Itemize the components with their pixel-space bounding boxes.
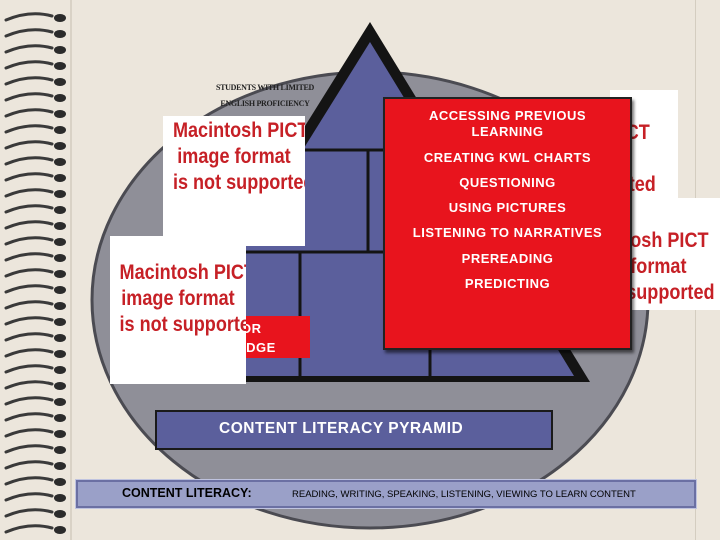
binding-hole (54, 334, 66, 342)
binding-coil (4, 348, 54, 358)
binding-hole (54, 254, 66, 262)
binding-coil (4, 204, 54, 214)
binding-hole (54, 398, 66, 406)
binding-coil (4, 172, 54, 182)
unsupported-image-placeholder: Macintosh PICT image format is not suppo… (163, 116, 305, 246)
prior-knowledge-line2: EDGE (240, 340, 276, 355)
binding-coil (4, 92, 54, 102)
strategies-box: ACCESSING PREVIOUS LEARNING CREATING KWL… (383, 97, 632, 350)
binding-hole (54, 382, 66, 390)
binding-coil (4, 364, 54, 374)
binding-hole (54, 430, 66, 438)
binding-coil (4, 412, 54, 422)
binding-coil (4, 396, 54, 406)
paper-edge (70, 0, 72, 540)
content-literacy-definition: READING, WRITING, SPEAKING, LISTENING, V… (292, 489, 636, 500)
binding-hole (54, 270, 66, 278)
binding-coil (4, 460, 54, 470)
pyramid-title: CONTENT LITERACY PYRAMID (219, 420, 464, 437)
strategy-item: USING PICTURES (448, 200, 567, 215)
binding-hole (54, 94, 66, 102)
binding-hole (54, 62, 66, 70)
binding-hole (54, 462, 66, 470)
spiral-binding (0, 0, 70, 540)
binding-coil (4, 156, 54, 166)
strategy-item: PREDICTING (464, 276, 551, 291)
binding-coil (4, 236, 54, 246)
binding-coil (4, 140, 54, 150)
binding-hole (54, 238, 66, 246)
binding-hole (54, 158, 66, 166)
binding-hole (54, 366, 66, 374)
strategy-item: QUESTIONING (459, 175, 556, 190)
binding-coil (4, 524, 54, 534)
binding-hole (54, 30, 66, 38)
binding-coil (4, 508, 54, 518)
strategy-item: LEARNING (471, 124, 544, 139)
binding-hole (54, 14, 66, 22)
binding-coil (4, 300, 54, 310)
binding-hole (54, 302, 66, 310)
binding-coil (4, 252, 54, 262)
binding-hole (54, 318, 66, 326)
binding-hole (54, 222, 66, 230)
binding-coil (4, 28, 54, 38)
binding-hole (54, 510, 66, 518)
pyramid-title-banner: CONTENT LITERACY PYRAMID (155, 410, 553, 450)
binding-hole (54, 126, 66, 134)
strategy-item: PREREADING (461, 251, 554, 266)
binding-coil (4, 44, 54, 54)
binding-coil (4, 76, 54, 86)
binding-coil (4, 332, 54, 342)
binding-coil (4, 188, 54, 198)
binding-hole (54, 446, 66, 454)
binding-hole (54, 350, 66, 358)
students-lep-label: STUDENTS WITH LIMITED ENGLISH PROFICIENC… (215, 83, 315, 108)
binding-coil (4, 108, 54, 118)
binding-hole (54, 142, 66, 150)
prior-knowledge-line1: OR (241, 321, 262, 336)
binding-coil (4, 284, 54, 294)
binding-coil (4, 316, 54, 326)
binding-hole (54, 494, 66, 502)
strategy-item: CREATING KWL CHARTS (423, 150, 592, 165)
binding-coil (4, 268, 54, 278)
binding-coil (4, 12, 54, 22)
unsupported-image-placeholder: Macintosh PICT image format is not suppo… (620, 198, 720, 310)
binding-coil (4, 60, 54, 70)
binding-hole (54, 478, 66, 486)
unsupported-image-placeholder: Macintosh PICT image format is not suppo… (110, 236, 246, 384)
binding-hole (54, 110, 66, 118)
binding-coil (4, 428, 54, 438)
binding-coil (4, 444, 54, 454)
binding-hole (54, 46, 66, 54)
binding-hole (54, 414, 66, 422)
strategy-item: ACCESSING PREVIOUS (428, 108, 587, 123)
strategy-item: LISTENING TO NARRATIVES (412, 225, 603, 240)
binding-hole (54, 174, 66, 182)
binding-coil (4, 124, 54, 134)
binding-coil (4, 492, 54, 502)
binding-hole (54, 286, 66, 294)
binding-hole (54, 206, 66, 214)
binding-hole (54, 78, 66, 86)
binding-coil (4, 380, 54, 390)
binding-coil (4, 476, 54, 486)
binding-coil (4, 220, 54, 230)
binding-hole (54, 526, 66, 534)
prior-knowledge-box: OR EDGE (240, 316, 310, 358)
binding-hole (54, 190, 66, 198)
content-literacy-label: CONTENT LITERACY: (122, 486, 252, 500)
content-literacy-bar: CONTENT LITERACY: READING, WRITING, SPEA… (76, 480, 696, 508)
